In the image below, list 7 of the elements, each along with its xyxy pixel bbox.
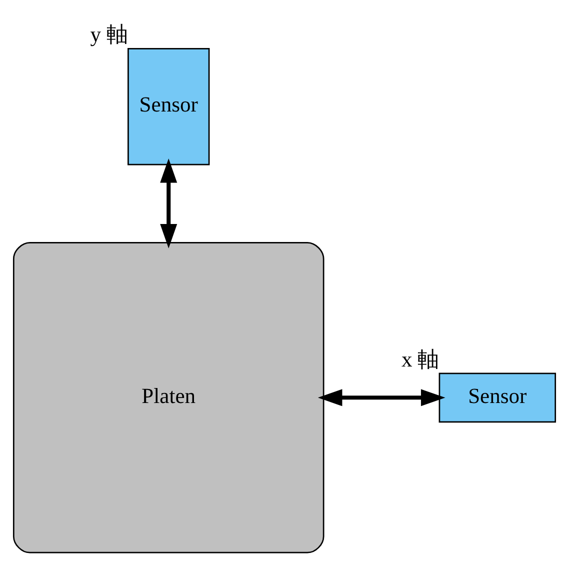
node-label: y 軸 [90, 22, 128, 46]
node-box: Sensor [438, 372, 556, 422]
node-box: Sensor [128, 47, 210, 165]
node-label: x 軸 [402, 346, 440, 371]
node-box: Platen [12, 242, 324, 553]
arrow [318, 388, 446, 406]
arrow [160, 158, 178, 248]
